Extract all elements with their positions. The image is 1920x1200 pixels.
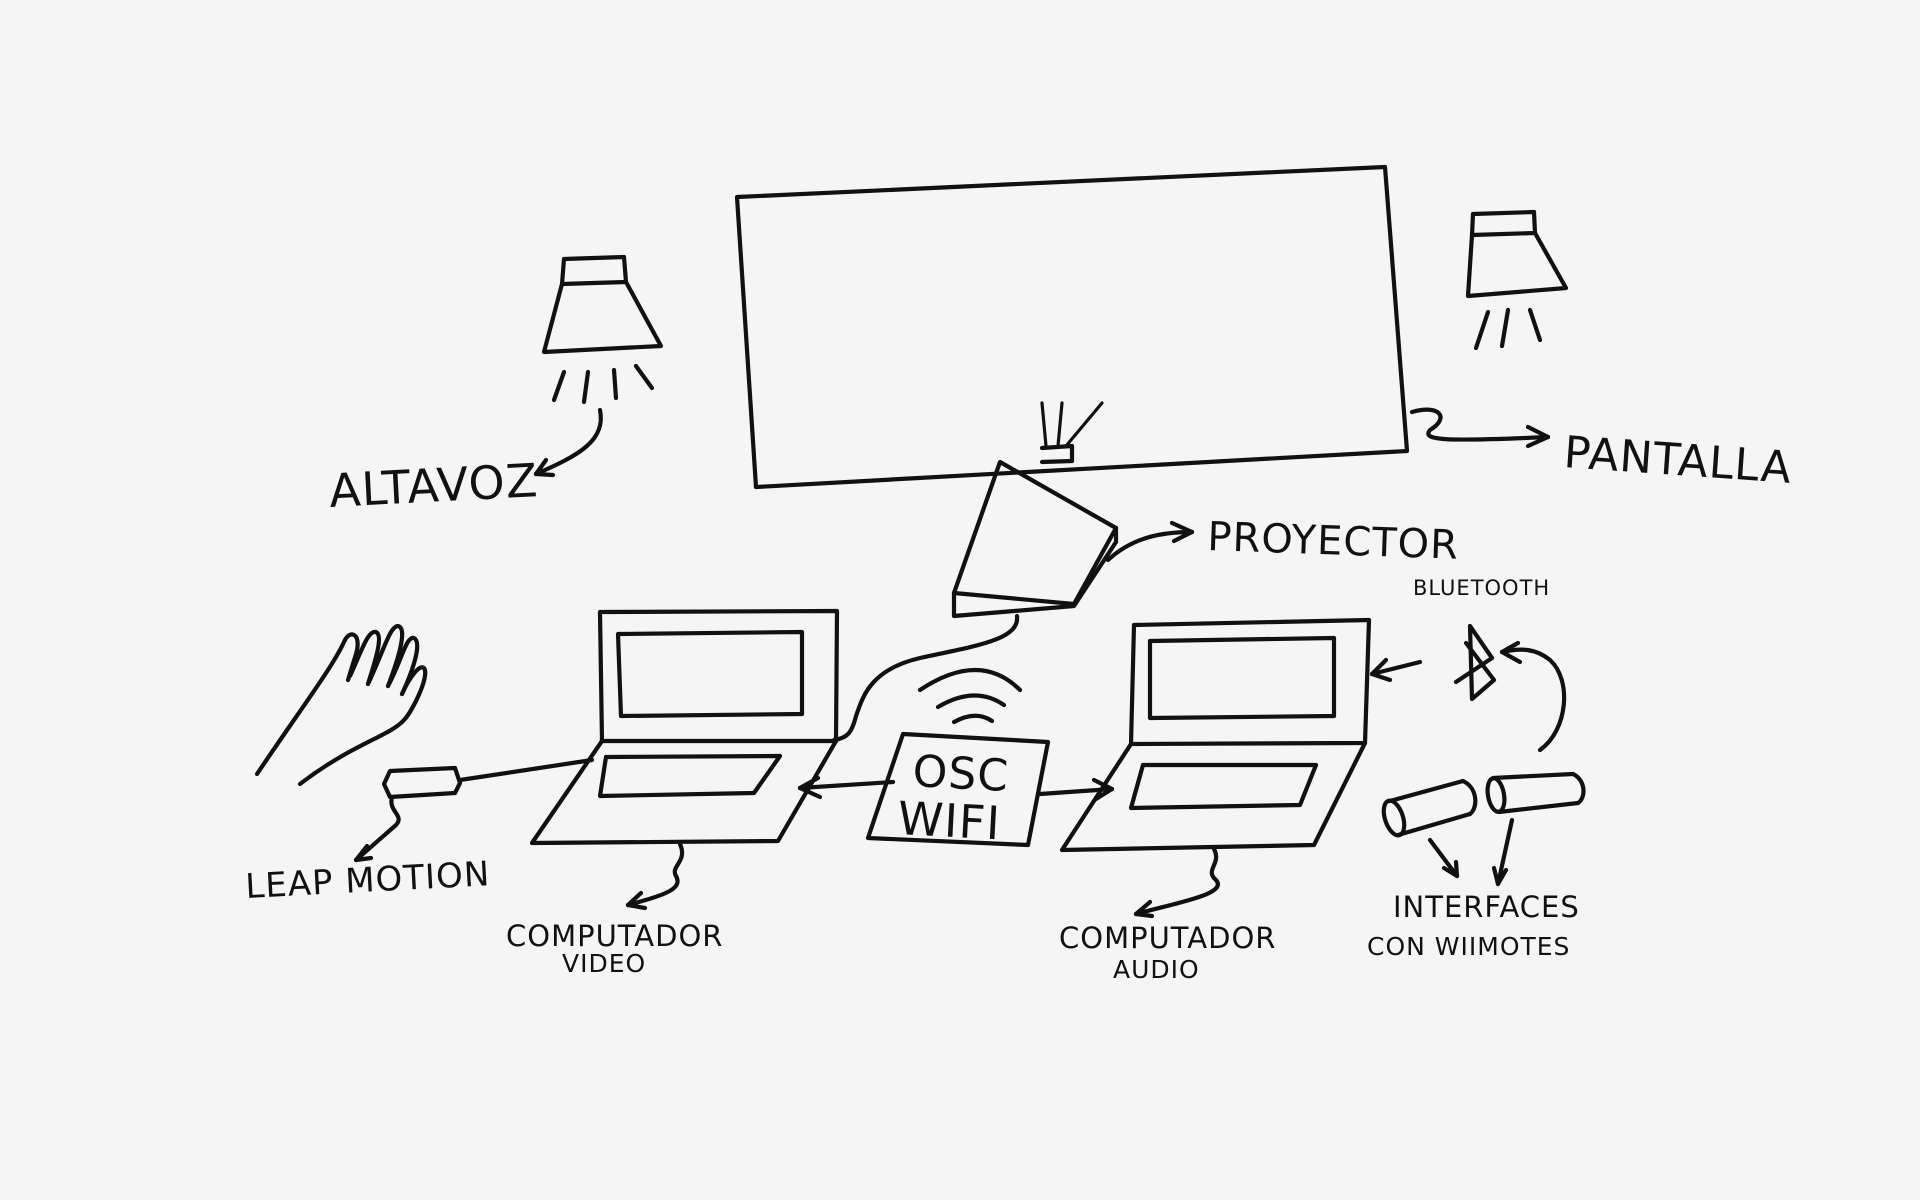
projection-screen — [734, 164, 1410, 490]
label-interfaces-line1: INTERFACES — [1393, 890, 1580, 924]
osc-wifi-router — [865, 731, 1051, 848]
bluetooth-icon — [1453, 623, 1497, 702]
leap-motion-sensor — [381, 765, 463, 800]
label-pantalla: PANTALLA — [1562, 427, 1793, 494]
speaker-right-icon — [1465, 209, 1569, 351]
laptop-audio — [1059, 617, 1372, 853]
projector — [951, 401, 1119, 619]
connections — [353, 407, 1567, 919]
label-computador-audio-line1: COMPUTADOR — [1059, 921, 1276, 955]
label-computador-video-line1: COMPUTADOR — [506, 919, 723, 953]
label-computador-audio-line2: AUDIO — [1113, 955, 1200, 984]
hand-icon — [254, 623, 428, 787]
label-computador-video-line2: VIDEO — [562, 949, 646, 978]
label-interfaces-line2: CON WIIMOTES — [1367, 932, 1570, 961]
speaker-left-icon — [541, 254, 664, 405]
wiimote-left — [1381, 778, 1478, 838]
wiimote-right — [1485, 771, 1586, 815]
laptop-video — [529, 608, 840, 846]
label-osc: OSC — [911, 746, 1010, 802]
labels: ALTAVOZ PANTALLA PROYECTOR BLUETOOTH OSC… — [244, 427, 1793, 984]
label-bluetooth: BLUETOOTH — [1413, 576, 1550, 600]
label-proyector: PROYECTOR — [1207, 514, 1460, 569]
label-wifi: WIFI — [896, 791, 1002, 850]
wifi-icon — [917, 668, 1023, 725]
label-leap-motion: LEAP MOTION — [244, 854, 491, 907]
label-altavoz: ALTAVOZ — [328, 453, 540, 518]
